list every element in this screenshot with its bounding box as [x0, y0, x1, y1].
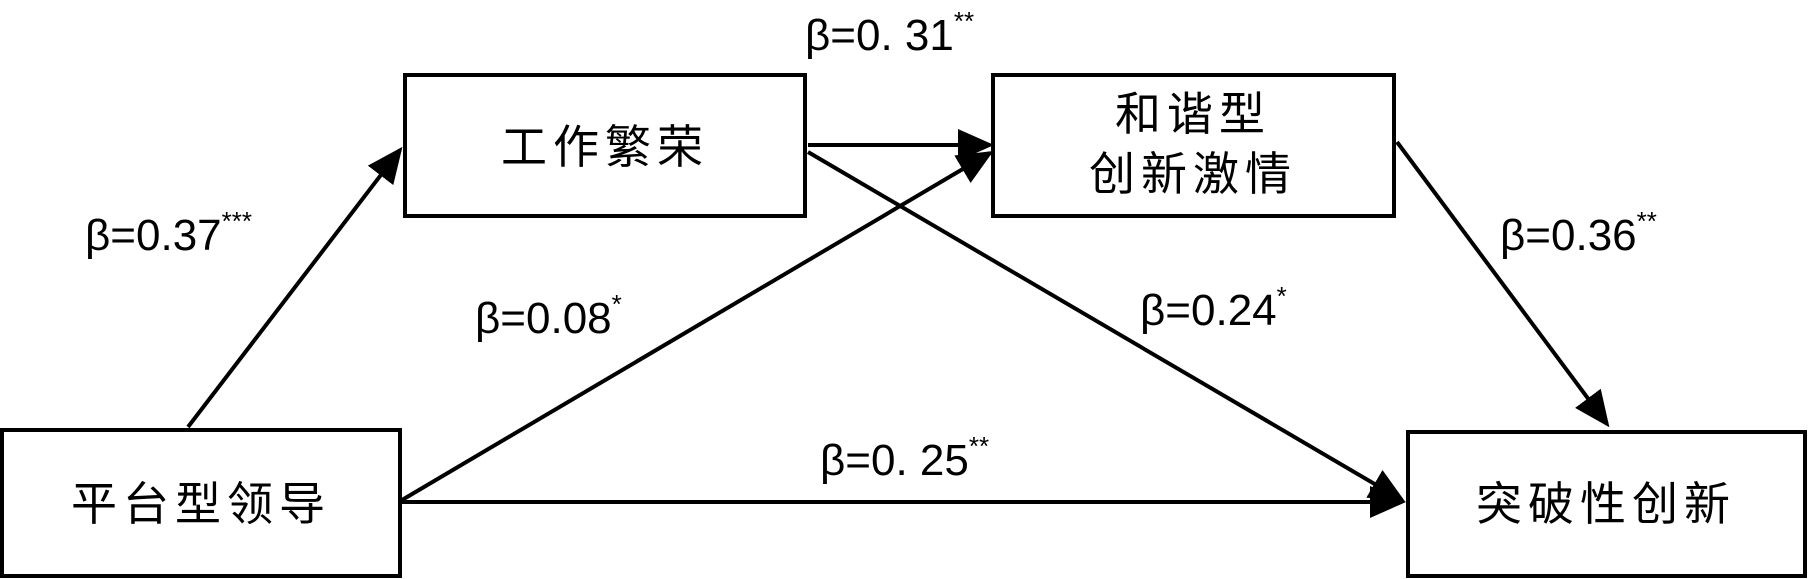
- sig-leadership-to-innovation: **: [969, 431, 989, 461]
- node-platform-leadership-label: 平台型领导: [71, 477, 331, 531]
- arrow-thriving-to-innovation: [806, 150, 1406, 503]
- beta-leadership-to-innovation-value: β=0. 25: [820, 436, 969, 485]
- node-work-thriving-label: 工作繁荣: [501, 120, 709, 174]
- arrow-leadership-to-passion: [400, 150, 994, 502]
- node-work-thriving: 工作繁荣: [403, 73, 807, 218]
- node-harmonious-passion-label-line2: 创新激情: [1089, 147, 1297, 201]
- beta-leadership-to-thriving: β=0.37***: [85, 206, 252, 260]
- node-harmonious-passion-label-line1: 和谐型: [1115, 87, 1271, 141]
- beta-thriving-to-passion: β=0. 31**: [805, 6, 974, 60]
- arrow-leadership-to-thriving: [186, 146, 403, 429]
- beta-thriving-to-passion-value: β=0. 31: [805, 11, 954, 60]
- node-harmonious-passion: 和谐型 创新激情: [991, 73, 1396, 218]
- sig-leadership-to-passion: *: [612, 289, 622, 319]
- sig-thriving-to-innovation: *: [1277, 281, 1287, 311]
- beta-leadership-to-passion-value: β=0.08: [475, 294, 612, 343]
- beta-leadership-to-innovation: β=0. 25**: [820, 431, 989, 485]
- sig-leadership-to-thriving: ***: [222, 206, 252, 236]
- sig-thriving-to-passion: **: [954, 6, 974, 36]
- node-platform-leadership: 平台型领导: [0, 428, 402, 578]
- beta-thriving-to-innovation: β=0.24*: [1140, 281, 1287, 335]
- node-breakthrough-innovation: 突破性创新: [1406, 430, 1807, 578]
- arrow-passion-to-innovation: [1395, 140, 1610, 428]
- beta-passion-to-innovation: β=0.36**: [1500, 206, 1657, 260]
- beta-leadership-to-thriving-value: β=0.37: [85, 211, 222, 260]
- beta-leadership-to-passion: β=0.08*: [475, 289, 622, 343]
- beta-passion-to-innovation-value: β=0.36: [1500, 211, 1637, 260]
- beta-thriving-to-innovation-value: β=0.24: [1140, 286, 1277, 335]
- node-breakthrough-innovation-label: 突破性创新: [1476, 477, 1736, 531]
- sig-passion-to-innovation: **: [1637, 206, 1657, 236]
